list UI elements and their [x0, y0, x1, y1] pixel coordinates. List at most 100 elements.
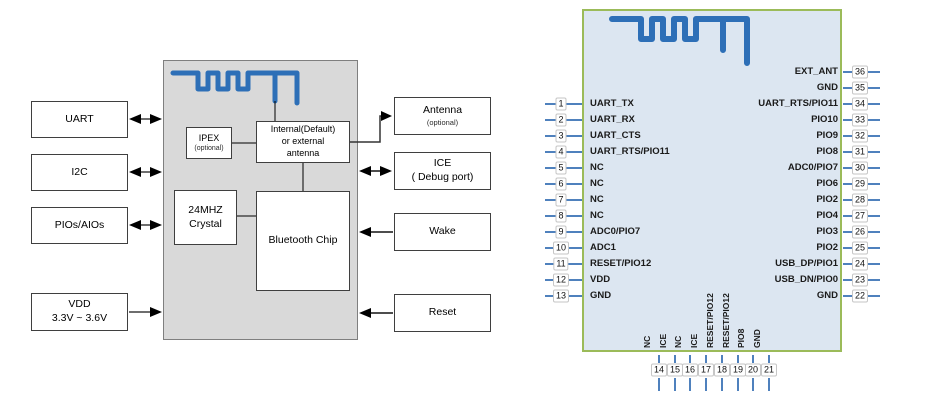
pin-number: 25	[851, 241, 869, 255]
pin-label: RESET/PIO12	[721, 293, 731, 348]
uart-label: UART	[65, 112, 94, 125]
pin-label: GND	[816, 290, 838, 301]
internal-antenna-line3: antenna	[286, 147, 320, 158]
pin-label: GND	[816, 82, 838, 93]
ipex-label: IPEX	[198, 132, 220, 143]
pin-lead-line	[658, 378, 660, 391]
pin-label: PIO9	[816, 130, 838, 141]
pin-label: GND	[590, 290, 612, 301]
pin-lead-line	[768, 355, 770, 363]
pin-lead-line	[658, 355, 660, 363]
pin-number: 7	[555, 193, 567, 207]
pin-label: USB_DP/PIO1	[775, 258, 838, 269]
pin-number: 20	[744, 363, 762, 377]
pin-label: ICE	[658, 333, 668, 348]
i2c-label: I2C	[71, 165, 88, 178]
pios-aios-box: PIOs/AIOs	[31, 207, 128, 244]
pin-number: 22	[851, 289, 869, 303]
pin-number: 15	[666, 363, 684, 377]
pin-lead-line	[752, 378, 754, 391]
pin-lead-line	[674, 355, 676, 363]
ipex-optional-label: (optional)	[194, 145, 224, 153]
pin-lead-line	[674, 378, 676, 391]
pin-label: UART_RX	[590, 114, 635, 125]
reset-box: Reset	[394, 294, 491, 332]
pin-number: 6	[555, 177, 567, 191]
crystal-line1: 24MHZ	[188, 203, 223, 216]
pin-number: 23	[851, 273, 869, 287]
ice-label: ICE	[433, 157, 452, 170]
pin-number: 14	[650, 363, 668, 377]
i2c-arrow	[129, 167, 162, 177]
pin-label: RESET/PIO12	[705, 293, 715, 348]
pin-label: PIO10	[811, 114, 838, 125]
pin-label: UART_CTS	[590, 130, 641, 141]
pin-number: 19	[729, 363, 747, 377]
pin-number: 32	[851, 129, 869, 143]
pin-label: ADC1	[590, 242, 616, 253]
reset-arrow	[359, 308, 393, 318]
pin-label: EXT_ANT	[794, 66, 838, 77]
pin-number: 8	[555, 209, 567, 223]
pin-number: 3	[555, 129, 567, 143]
pin-number: 33	[851, 113, 869, 127]
pin-lead-line	[721, 378, 723, 391]
pin-label: NC	[642, 335, 652, 348]
pin-label: UART_RTS/PIO11	[758, 98, 838, 109]
pin-label: PIO4	[816, 210, 838, 221]
pin-label: UART_TX	[590, 98, 634, 109]
internal-antenna-box: Internal(Default) or external antenna	[256, 121, 350, 163]
pin-number: 35	[851, 81, 869, 95]
internal-antenna-line1: Internal(Default)	[270, 124, 336, 135]
pin-number: 9	[555, 225, 567, 239]
pin-lead-line	[737, 378, 739, 391]
bluetooth-chip-box: Bluetooth Chip	[256, 191, 350, 291]
pin-number: 12	[552, 273, 570, 287]
ice-arrow	[359, 166, 392, 176]
pin-lead-line	[752, 355, 754, 363]
vdd-arrow	[129, 307, 162, 317]
pios-arrow	[129, 220, 162, 230]
pin-number: 13	[552, 289, 570, 303]
pios-aios-label: PIOs/AIOs	[54, 218, 105, 231]
wake-arrow	[359, 227, 393, 237]
pin-number: 16	[681, 363, 699, 377]
pin-label: RESET/PIO12	[590, 258, 652, 269]
external-antenna-label: Antenna	[422, 104, 463, 117]
pin-lead-line	[705, 355, 707, 363]
i2c-box: I2C	[31, 154, 128, 191]
pin-label: PIO2	[816, 242, 838, 253]
pin-label: ADC0/PIO7	[787, 162, 838, 173]
pin-lead-line	[689, 378, 691, 391]
crystal-box: 24MHZ Crystal	[174, 190, 237, 245]
pin-label: PIO6	[816, 178, 838, 189]
chip-package-box	[582, 9, 842, 352]
pin-number: 11	[553, 257, 569, 271]
pin-label: USB_DN/PIO0	[774, 274, 838, 285]
pin-lead-line	[768, 378, 770, 391]
pin-number: 2	[555, 113, 567, 127]
pin-number: 1	[555, 97, 567, 111]
pin-label: UART_RTS/PIO11	[590, 146, 670, 157]
ipex-box: IPEX (optional)	[186, 127, 232, 159]
pin-number: 28	[851, 193, 869, 207]
external-antenna-box: Antenna (optional)	[394, 97, 491, 135]
pin-number: 17	[697, 363, 715, 377]
ice-box: ICE ( Debug port)	[394, 152, 491, 190]
pin-number: 10	[552, 241, 570, 255]
pin-number: 5	[555, 161, 567, 175]
pin-label: NC	[590, 178, 604, 189]
pin-number: 18	[713, 363, 731, 377]
pin-label: NC	[590, 162, 604, 173]
pin-number: 21	[760, 363, 778, 377]
pin-number: 27	[851, 209, 869, 223]
wake-box: Wake	[394, 213, 491, 251]
pin-label: PIO2	[816, 194, 838, 205]
vdd-box: VDD 3.3V ~ 3.6V	[31, 293, 128, 331]
pin-label: GND	[752, 329, 762, 348]
pin-number: 31	[851, 145, 869, 159]
internal-antenna-line2: or external	[281, 136, 325, 147]
pin-label: ADC0/PIO7	[590, 226, 641, 237]
pin-label: PIO3	[816, 226, 838, 237]
